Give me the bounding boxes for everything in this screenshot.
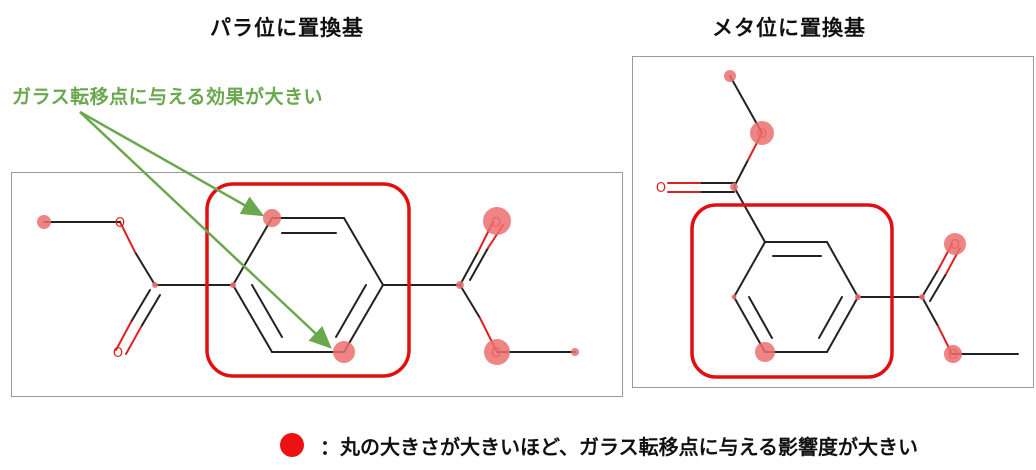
meta-right-ester bbox=[857, 243, 1019, 355]
importance-circle bbox=[919, 294, 925, 300]
para-right-ester bbox=[382, 221, 576, 353]
callout-arrow bbox=[79, 111, 332, 349]
para-ring-highlight-box bbox=[205, 182, 411, 378]
meta-oxygen-label: O bbox=[656, 181, 666, 196]
legend-text: ：丸の大きさが大きいほど、ガラス転移点に与える影響度が大きい bbox=[320, 434, 918, 459]
para-oxygen-labels: O O O O bbox=[113, 216, 501, 361]
importance-circle bbox=[855, 294, 861, 300]
importance-circle bbox=[456, 281, 464, 289]
para-molecule-panel bbox=[11, 172, 623, 397]
callout-text: ガラス転移点に与える効果が大きい bbox=[12, 86, 324, 108]
importance-circle bbox=[152, 282, 158, 288]
importance-circle bbox=[731, 294, 737, 300]
legend: ：丸の大きさが大きいほど、ガラス転移点に与える影響度が大きい bbox=[280, 430, 918, 460]
meta-benzene-ring bbox=[733, 241, 859, 353]
para-title: パラ位に置換基 bbox=[210, 16, 364, 40]
importance-circle bbox=[944, 233, 966, 255]
meta-molecule: O O O O bbox=[656, 70, 1019, 379]
para-oxygen-label: O bbox=[113, 346, 123, 361]
importance-circle bbox=[571, 348, 579, 356]
meta-oxygen-labels: O O O O bbox=[656, 127, 960, 363]
importance-circle bbox=[944, 345, 962, 363]
importance-circle bbox=[333, 341, 355, 363]
importance-circle bbox=[730, 183, 738, 191]
para-benzene-ring bbox=[232, 217, 384, 353]
para-molecule: O O O O bbox=[37, 182, 579, 378]
importance-circle bbox=[483, 207, 511, 235]
callout-arrow bbox=[79, 110, 265, 217]
para-left-ester bbox=[43, 221, 234, 355]
callout-arrows bbox=[79, 110, 332, 349]
meta-top-ester bbox=[667, 75, 766, 243]
importance-circle bbox=[750, 121, 774, 145]
para-oxygen-label: O bbox=[115, 216, 125, 231]
meta-title: メタ位に置換基 bbox=[712, 16, 866, 40]
meta-molecule-panel bbox=[632, 56, 1034, 388]
importance-circle bbox=[230, 282, 236, 288]
meta-ring-highlight-box bbox=[690, 203, 894, 379]
meta-importance-circles bbox=[724, 70, 966, 363]
importance-circle bbox=[755, 342, 775, 362]
importance-circle bbox=[263, 209, 281, 227]
legend-dot-icon bbox=[280, 433, 304, 457]
para-importance-circles bbox=[37, 207, 579, 365]
importance-circle bbox=[37, 215, 51, 229]
importance-circle bbox=[484, 339, 510, 365]
importance-circle bbox=[724, 70, 736, 82]
